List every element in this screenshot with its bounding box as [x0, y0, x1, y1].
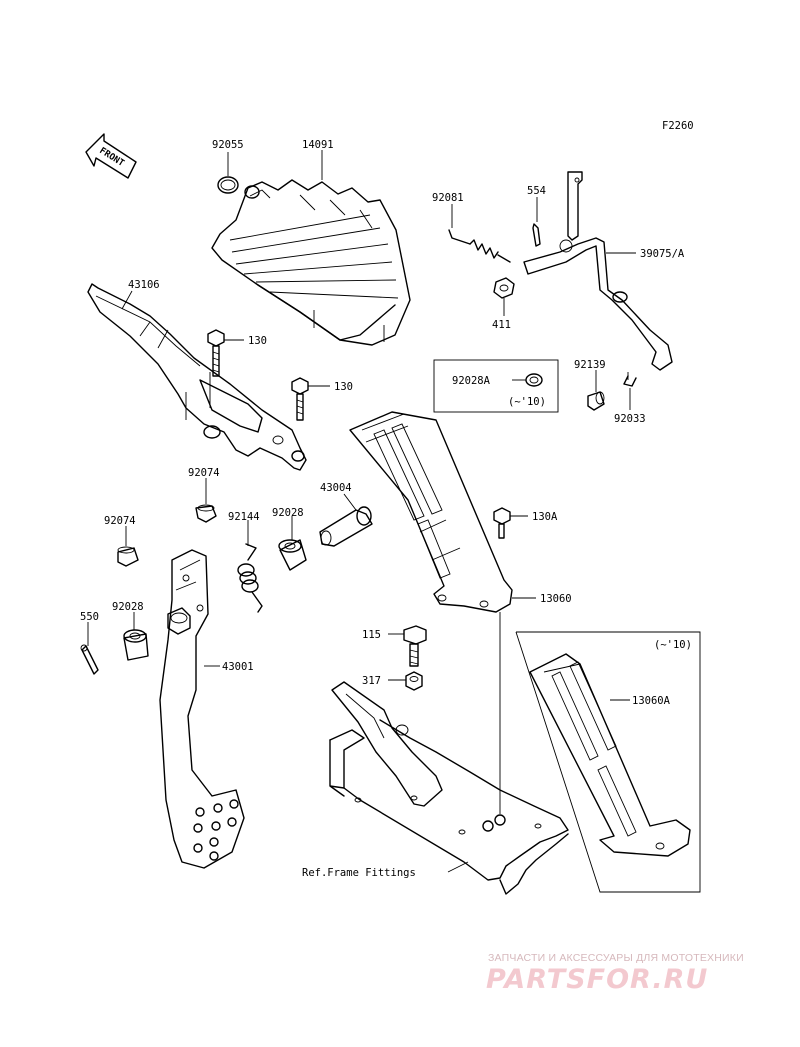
- cotter-pin-554: [532, 223, 541, 247]
- variant-box-13060A: [515, 631, 701, 893]
- callout-92033: 92033: [614, 413, 646, 425]
- callout-43106: 43106: [128, 279, 160, 291]
- callout-92028A: 92028A: [452, 375, 491, 387]
- callout-92074-lower: 92074: [104, 515, 136, 527]
- callout-39075A: 39075/A: [640, 248, 685, 260]
- bolt-130A: [493, 507, 511, 539]
- front-arrow-icon: FRONT: [85, 133, 137, 179]
- figure-code: F2260: [662, 120, 694, 132]
- watermark-logo: PARTSFOR.RU: [486, 964, 709, 995]
- callout-92144: 92144: [228, 511, 260, 523]
- callout-43001: 43001: [222, 661, 254, 673]
- bushing-92139: [587, 391, 605, 411]
- plate-13060A: [529, 653, 691, 857]
- callout-554: 554: [527, 185, 546, 197]
- callout-92081: 92081: [432, 192, 464, 204]
- callout-411: 411: [492, 319, 511, 331]
- callout-115: 115: [362, 629, 381, 641]
- callout-13060: 13060: [540, 593, 572, 605]
- callout-317: 317: [362, 675, 381, 687]
- collar-92028-lower: [123, 629, 149, 661]
- callout-130-lower: 130: [334, 381, 353, 393]
- callout-92028-upper: 92028: [272, 507, 304, 519]
- parking-lever-43106: [87, 283, 307, 471]
- bolt-130-upper: [207, 329, 225, 377]
- spring-92081: [448, 229, 511, 263]
- washer-411: [493, 277, 515, 299]
- ref-frame-fittings: Ref.Frame Fittings: [302, 867, 416, 879]
- brake-pedal-43001: [159, 549, 245, 869]
- variant-box-92028A: [433, 359, 559, 413]
- grommet-92074-upper: [195, 504, 217, 523]
- torsion-spring-92144: [237, 543, 263, 613]
- svg-text:FRONT: FRONT: [97, 146, 126, 169]
- callout-92055: 92055: [212, 139, 244, 151]
- o-ring-92055: [217, 176, 239, 194]
- bolt-115: [403, 625, 427, 667]
- callout-92139: 92139: [574, 359, 606, 371]
- clip-92033: [623, 372, 637, 387]
- callout-13060A: 13060A: [632, 695, 671, 707]
- callout-550: 550: [80, 611, 99, 623]
- note-10-b: (~'10): [654, 639, 692, 651]
- pin-43004: [319, 506, 373, 547]
- plate-13060: [349, 411, 513, 613]
- watermark-tagline: ЗАПЧАСТИ И АКСЕССУАРЫ ДЛЯ МОТОТЕХНИКИ: [488, 952, 744, 964]
- callout-92028-lower: 92028: [112, 601, 144, 613]
- callout-130-upper: 130: [248, 335, 267, 347]
- callout-43004: 43004: [320, 482, 352, 494]
- note-10-a: (~'10): [508, 396, 546, 408]
- bolt-130-lower: [291, 377, 309, 421]
- cotter-pin-550: [80, 644, 99, 675]
- callout-14091: 14091: [302, 139, 334, 151]
- callout-130A: 130A: [532, 511, 558, 523]
- grommet-92074-lower: [117, 546, 139, 567]
- frame-fittings: [329, 681, 569, 895]
- callout-92074-upper: 92074: [188, 467, 220, 479]
- nut-317: [405, 671, 423, 691]
- rod-39075A: [523, 171, 673, 371]
- boot-14091: [211, 179, 411, 346]
- collar-92028-upper: [278, 539, 307, 571]
